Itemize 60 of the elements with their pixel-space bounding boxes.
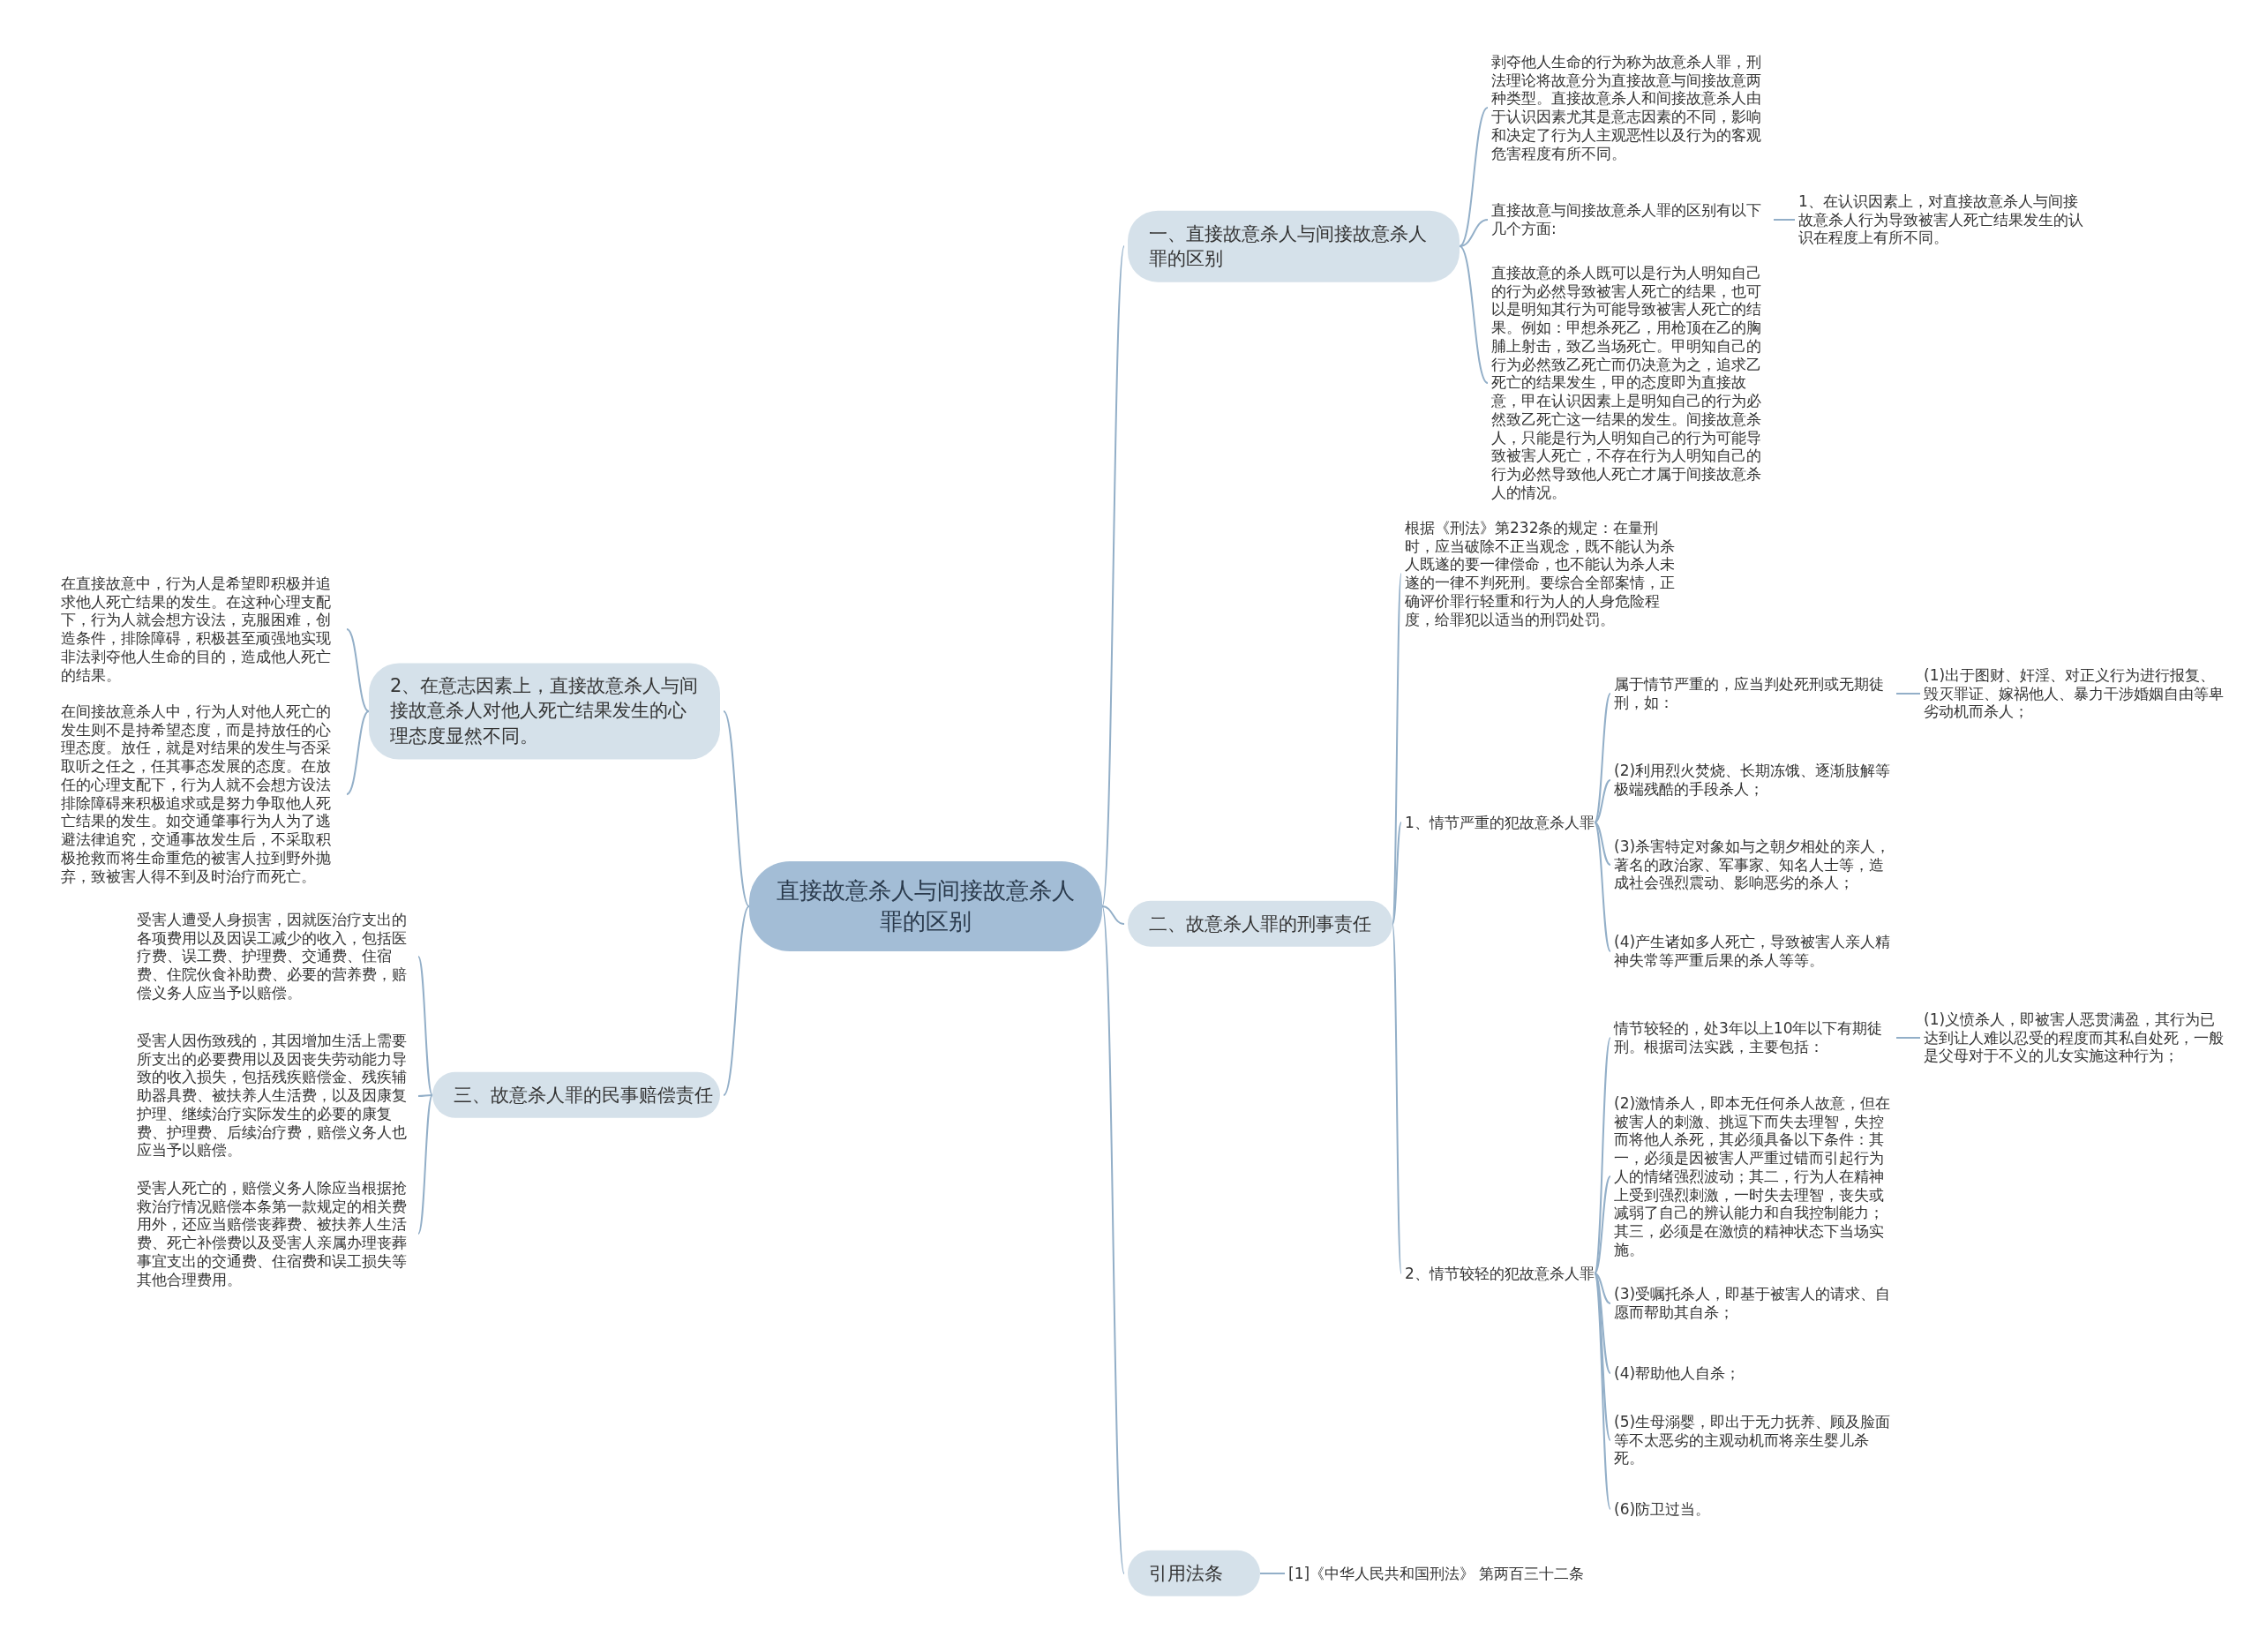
connector-line [1594, 1175, 1611, 1274]
topic-text: 1、在认识因素上，对直接故意杀人与间接故意杀人行为导致被害人死亡结果发生的认识在程度上有所不同。 [1798, 191, 2090, 248]
connector-line [1773, 219, 1796, 221]
connector-line [1594, 822, 1611, 952]
topic-text: 根据《刑法》第232条的规定：在量刑时，应当破除不正当观念，既不能认为杀人既遂的要一律偿命，也不能认为杀人未遂的一律不判死刑。要综合全部案情，正确评价罪行轻重和行为人的人身危险程度，给罪犯以适当的刑罚处罚。 [1405, 518, 1687, 629]
topic-text: 直接故意的杀人既可以是行为人明知自己的行为必然导致被害人死亡的结果，也可以是明知其行为可能导致被害人死亡的结果。例如：甲想杀死乙，用枪顶在乙的胸脯上射击，致乙当场死亡。甲明知自己的行为必然致乙死亡而仍决意为之，追求乙死亡的结果发生，甲的态度即为直接故意，甲在认识因素上是明知自己的行为必然致乙死亡这一结果的发生。间接故意杀人，只能是行为人明知自己的行为可能导致被害人死亡，不存在行为人明知自己的行为必然导致他人死亡才属于间接故意杀人的情况。 [1491, 264, 1774, 502]
connector-line [1392, 822, 1402, 925]
branch-topic: 一、直接故意杀人与间接故意杀人罪的区别 [1128, 210, 1460, 282]
connector-line [1594, 693, 1611, 823]
topic-text: (4)帮助他人自杀； [1614, 1363, 1896, 1383]
topic-text: 在直接故意中，行为人是希望即积极并追求他人死亡结果的发生。在这种心理支配下，行为人就会想方设法，克服困难，创造条件，排除障碍，积极甚至顽强地实现非法剥夺他人生命的目的，造成他人死亡的结果。 [61, 574, 343, 685]
connector-line [1594, 822, 1611, 866]
connector-line [1459, 219, 1489, 247]
connector-line [346, 628, 370, 712]
connector-line [1594, 1273, 1611, 1510]
connector-line [1459, 245, 1489, 384]
central-topic: 直接故意杀人与间接故意杀人罪的区别 [749, 860, 1102, 952]
connector-line [346, 710, 370, 795]
topic-text: (3)杀害特定对象如与之朝夕相处的亲人，著名的政治家、军事家、知名人士等，造成社会强烈震动、影响恶劣的杀人； [1614, 837, 1896, 893]
connector-line [417, 1094, 433, 1097]
connector-line [723, 905, 750, 1096]
topic-text: (1)义愤杀人，即被害人恶贯满盈，其行为已达到让人难以忍受的程度而其私自处死，一般是父母对于不义的儿女实施这种行为； [1924, 1010, 2224, 1066]
topic-text: 受害人因伤致残的，其因增加生活上需要所支出的必要费用以及因丧失劳动能力导致的收入损失，包括残疾赔偿金、残疾辅助器具费、被扶养人生活费，以及因康复护理、继续治疗实际发生的必要的康复费、护理费、后续治疗费，赔偿义务人也应当予以赔偿。 [137, 1032, 415, 1160]
connector-line [1594, 779, 1611, 823]
connector-line [417, 1094, 433, 1235]
branch-topic: 二、故意杀人罪的刑事责任 [1128, 900, 1392, 948]
connector-line [1594, 1273, 1611, 1374]
topic-text: (5)生母溺婴，即出于无力抚养、顾及脸面等不太恶劣的主观动机而将亲生婴儿杀死。 [1614, 1412, 1896, 1468]
connector-line [1101, 905, 1125, 1574]
topic-text: (2)利用烈火焚烧、长期冻饿、逐渐肢解等极端残酷的手段杀人； [1614, 762, 1896, 799]
topic-text: (3)受嘱托杀人，即基于被害人的请求、自愿而帮助其自杀； [1614, 1285, 1896, 1322]
connector-line [1101, 905, 1125, 925]
connector-line [1895, 693, 1921, 695]
topic-text: (2)激情杀人，即本无任何杀人故意，但在被害人的刺激、挑逗下而失去理智，失控而将他人杀死，其必须具备以下条件：其一，必须是因被害人严重过错而引起行为人的情绪强烈波动；其二，行为人在精神上受到强烈刺激，一时失去理智，丧失或减弱了自己的辨认能力和自我控制能力；其三，必须是在激愤的精神状态下当场实施。 [1614, 1093, 1896, 1259]
connector-line [1259, 1573, 1286, 1574]
topic-text: 属于情节严重的，应当判处死刑或无期徒刑，如： [1614, 675, 1896, 712]
connector-line [417, 956, 433, 1096]
topic-text: 受害人遭受人身损害，因就医治疗支出的各项费用以及因误工减少的收入，包括医疗费、误工费、护理费、交通费、住宿费、住院伙食补助费、必要的营养费，赔偿义务人应当予以赔偿。 [137, 911, 415, 1002]
connector-line [723, 710, 750, 907]
topic-text: 情节较轻的，处3年以上10年以下有期徒刑。根据司法实践，主要包括： [1614, 1019, 1896, 1056]
topic-text: (1)出于图财、奸淫、对正义行为进行报复、毁灭罪证、嫁祸他人、暴力干涉婚姻自由等卑劣动机而杀人； [1924, 665, 2224, 722]
topic-text: 受害人死亡的，赔偿义务人除应当根据抢救治疗情况赔偿本条第一款规定的相关费用外，还应当赔偿丧葬费、被扶养人生活费、死亡补偿费以及受害人亲属办理丧葬事宜支出的交通费、住宿费和误工损失等其他合理费用。 [137, 1178, 415, 1289]
branch-topic: 三、故意杀人罪的民事赔偿责任 [432, 1071, 720, 1119]
topic-text: 2、情节较轻的犯故意杀人罪 [1405, 1264, 1595, 1283]
topic-text: 在间接故意杀人中，行为人对他人死亡的发生则不是持希望态度，而是持放任的心理态度。放任，就是对结果的发生与否采取听之任之，任其事态发展的态度。在放任的心理支配下，行为人就不会想方设法排除障碍来积极追求或是努力争取他人死亡结果的发生。如交通肇事行为人为了逃避法律追究，交通事故发生后，不采取积极抢救而将生命重危的被害人拉到野外抛弃，致被害人得不到及时治疗而死亡。 [61, 702, 343, 886]
topic-text: [1]《中华人民共和国刑法》 第两百三十二条 [1288, 1564, 1606, 1583]
connector-line [1594, 1037, 1611, 1274]
branch-topic: 引用法条 [1128, 1550, 1260, 1597]
topic-text: (4)产生诸如多人死亡，导致被害人亲人精神失常等严重后果的杀人等等。 [1614, 933, 1896, 970]
connector-line [1895, 1037, 1921, 1039]
branch-topic: 2、在意志因素上，直接故意杀人与间接故意杀人对他人死亡结果发生的心理态度显然不同。 [369, 663, 720, 760]
connector-line [1594, 1273, 1611, 1304]
connector-line [1459, 107, 1489, 247]
topic-text: (6)防卫过当。 [1614, 1499, 1896, 1519]
connector-line [1594, 1273, 1611, 1441]
topic-text: 剥夺他人生命的行为称为故意杀人罪，刑法理论将故意分为直接故意与间接故意两种类型。直接故意杀人和间接故意杀人由于认识因素尤其是意志因素的不同，影响和决定了行为人主观恶性以及行为的客观危害程度有所不同。 [1491, 52, 1774, 163]
connector-line [1101, 245, 1125, 907]
connector-line [1392, 923, 1402, 1274]
topic-text: 直接故意与间接故意杀人罪的区别有以下几个方面: [1491, 201, 1774, 238]
topic-text: 1、情节严重的犯故意杀人罪 [1405, 813, 1595, 832]
